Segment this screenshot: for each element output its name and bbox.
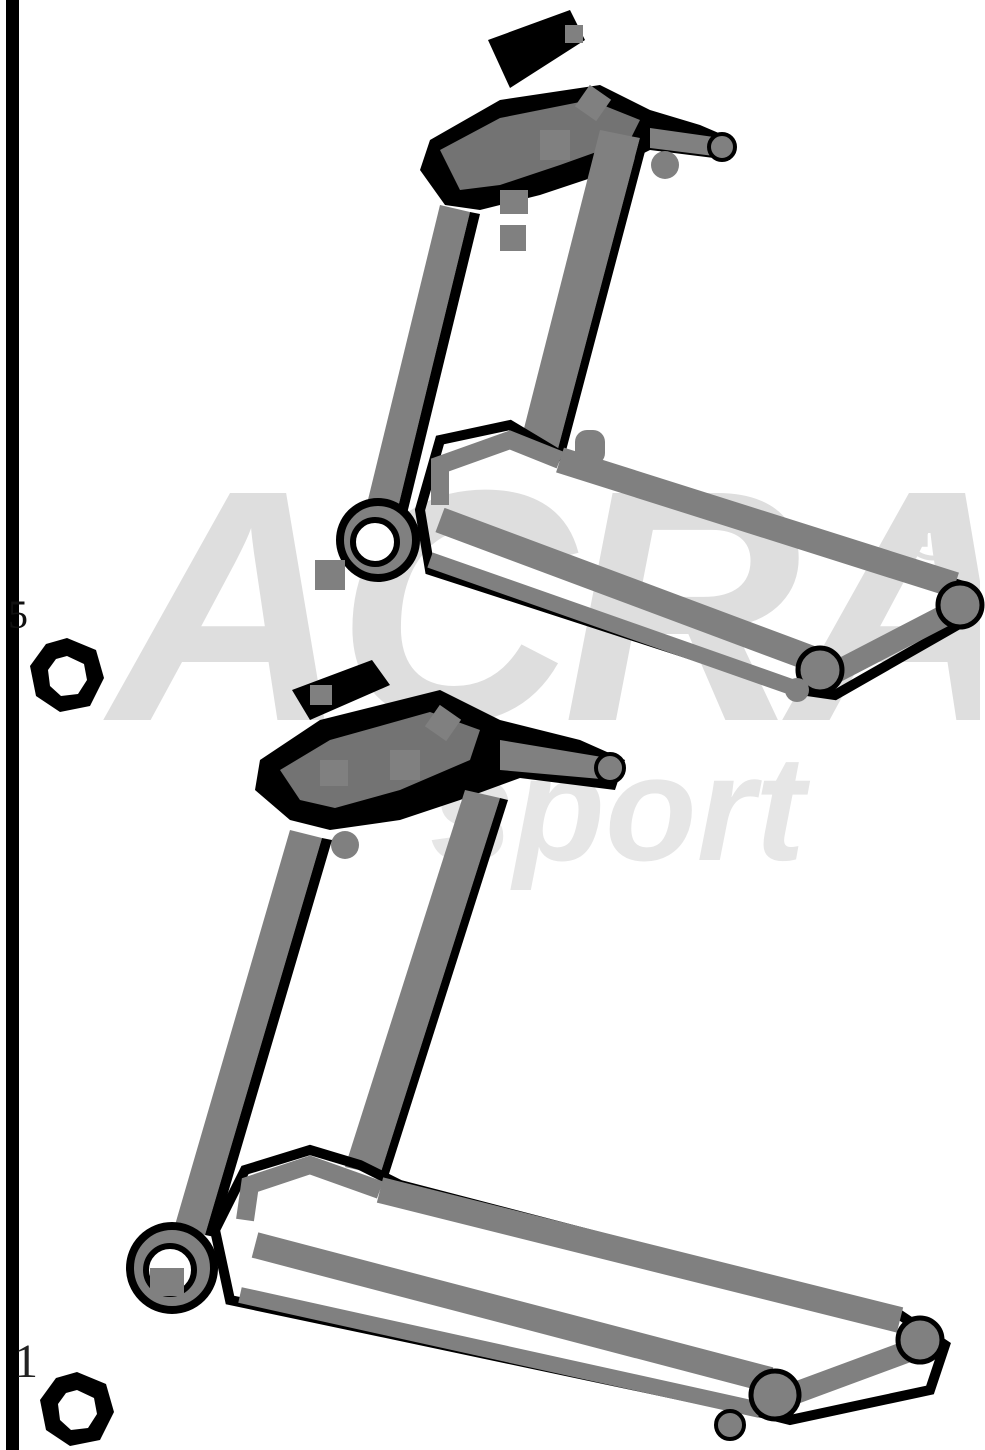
step-label-top: 5 [8,592,28,637]
treadmill-folding-icon [315,10,985,702]
hex-nut-icon [30,638,104,712]
margin-bar [6,0,19,1450]
step-label-bottom: 1 [14,1335,38,1388]
hex-nut-icon [40,1372,114,1446]
treadmill-folding-icon [126,660,951,1441]
